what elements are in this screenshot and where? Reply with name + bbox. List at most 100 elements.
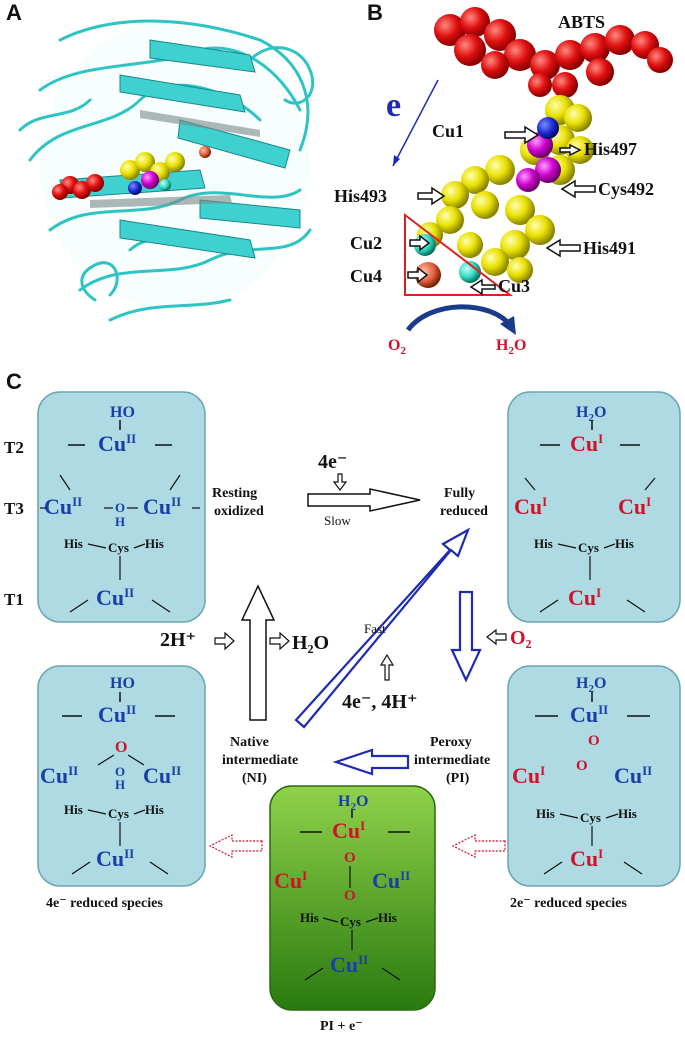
svg-text:CuII: CuII xyxy=(570,702,608,727)
pi-plus-e-label: PI + e⁻ xyxy=(320,1019,363,1034)
svg-text:Cys: Cys xyxy=(340,914,361,929)
svg-text:H2O: H2O xyxy=(576,675,606,695)
pi-to-ni-arrow xyxy=(332,748,410,776)
svg-text:CuII: CuII xyxy=(330,952,368,977)
o2-reagent-label: O₂ xyxy=(510,627,532,649)
svg-text:H2O: H2O xyxy=(576,404,606,424)
svg-text:O: O xyxy=(115,739,127,756)
four-e-reduced-label: 4e⁻ reduced species xyxy=(46,896,163,911)
fully-label-1: Fully xyxy=(444,486,475,501)
svg-text:H: H xyxy=(115,514,125,529)
peroxy-label-3: (PI) xyxy=(446,771,470,786)
abts-label: ABTS xyxy=(558,12,605,32)
svg-text:CuII: CuII xyxy=(98,702,136,727)
native-label-3: (NI) xyxy=(242,771,267,786)
fast-label: Fast xyxy=(364,621,386,636)
svg-text:CuII: CuII xyxy=(372,868,410,893)
svg-text:His: His xyxy=(615,536,634,551)
electron-label: e xyxy=(386,87,401,124)
four-e-label: 4e⁻ xyxy=(318,451,347,473)
resting-label-1: Resting xyxy=(212,486,257,501)
svg-text:His: His xyxy=(378,910,397,925)
abts-spheres xyxy=(434,7,673,98)
svg-text:O: O xyxy=(576,758,588,774)
his497-label: His497 xyxy=(584,139,637,159)
svg-text:His: His xyxy=(64,536,83,551)
cu2-label: Cu2 xyxy=(350,233,382,253)
svg-text:H2O: H2O xyxy=(338,793,368,813)
resting-label-2: oxidized xyxy=(214,504,264,519)
svg-text:CuI: CuI xyxy=(512,763,545,788)
svg-text:CuII: CuII xyxy=(98,431,136,456)
svg-text:CuI: CuI xyxy=(274,868,307,893)
svg-text:Cys: Cys xyxy=(578,540,599,555)
four-e-reduced-box: HO CuII O CuII CuII O H His Cys His CuII xyxy=(37,665,206,887)
peroxy-label-2: intermediate xyxy=(414,753,490,768)
cu1-label: Cu1 xyxy=(432,121,464,141)
svg-text:CuII: CuII xyxy=(614,763,652,788)
svg-text:His: His xyxy=(618,806,637,821)
svg-text:HO: HO xyxy=(110,404,135,421)
ni-to-resting-arrow xyxy=(240,584,276,721)
slow-arrow xyxy=(307,488,421,512)
h2o-label: H2O xyxy=(496,337,526,357)
svg-text:O: O xyxy=(344,888,356,904)
slow-label: Slow xyxy=(324,513,351,528)
t3-label: T3 xyxy=(4,499,24,518)
peroxy-label-1: Peroxy xyxy=(430,735,472,750)
2e-to-green-arrow xyxy=(451,834,506,858)
svg-text:His: His xyxy=(534,536,553,551)
fully-reduced-box: H2O CuI CuI CuI His Cys His CuI xyxy=(507,391,681,623)
protein-structure xyxy=(18,19,315,322)
electron-arrow xyxy=(392,79,439,167)
svg-text:CuI: CuI xyxy=(568,585,601,610)
svg-text:CuII: CuII xyxy=(96,585,134,610)
svg-text:His: His xyxy=(536,806,555,821)
svg-text:CuI: CuI xyxy=(332,818,365,843)
cu4-label: Cu4 xyxy=(350,266,382,286)
resting-oxidized-box: HO CuII CuII CuII O H His Cys His CuII xyxy=(37,391,206,623)
two-e-reduced-label: 2e⁻ reduced species xyxy=(510,896,627,911)
svg-text:CuII: CuII xyxy=(143,494,181,519)
his491-label: His491 xyxy=(583,238,636,258)
fully-label-2: reduced xyxy=(440,504,488,519)
trinuclear-triangle xyxy=(404,212,513,296)
green-to-4e-arrow xyxy=(208,834,263,858)
four-e-four-h-label: 4e⁻, 4H⁺ xyxy=(342,691,418,713)
reduced-to-pi-arrow xyxy=(450,590,482,683)
panel-a-letter: A xyxy=(6,0,22,25)
svg-text:H: H xyxy=(115,777,125,792)
svg-text:CuII: CuII xyxy=(40,763,78,788)
svg-text:CuI: CuI xyxy=(618,494,651,519)
svg-text:CuII: CuII xyxy=(44,494,82,519)
fast-arrow xyxy=(294,527,471,729)
panel-c-letter: C xyxy=(6,369,22,394)
svg-text:O: O xyxy=(115,764,125,779)
his493-label: His493 xyxy=(334,186,387,206)
svg-text:Cys: Cys xyxy=(580,810,601,825)
svg-text:Cys: Cys xyxy=(108,806,129,821)
cys492-label: Cys492 xyxy=(598,179,654,199)
pointer-arrows xyxy=(407,125,596,296)
t2-label: T2 xyxy=(4,438,24,457)
svg-text:CuI: CuI xyxy=(570,431,603,456)
svg-text:CuI: CuI xyxy=(570,846,603,871)
svg-text:His: His xyxy=(300,910,319,925)
svg-text:O: O xyxy=(588,733,600,749)
native-label-2: intermediate xyxy=(222,753,298,768)
o2-label: O2 xyxy=(388,337,406,357)
svg-text:His: His xyxy=(64,802,83,817)
o2-to-h2o-arrow xyxy=(405,304,512,332)
svg-text:CuI: CuI xyxy=(514,494,547,519)
panel-b-letter: B xyxy=(367,0,383,25)
svg-text:O: O xyxy=(115,500,125,515)
svg-text:CuII: CuII xyxy=(143,763,181,788)
svg-text:CuII: CuII xyxy=(96,846,134,871)
svg-text:O: O xyxy=(344,850,356,866)
two-h-label: 2H⁺ xyxy=(160,629,196,651)
svg-text:His: His xyxy=(145,802,164,817)
two-e-reduced-box: H2O CuII O O CuI CuII His Cys His CuI xyxy=(507,665,681,887)
svg-text:Cys: Cys xyxy=(108,540,129,555)
pi-plus-e-box: H2O CuI O O CuI CuII His Cys His CuII xyxy=(269,785,436,1011)
